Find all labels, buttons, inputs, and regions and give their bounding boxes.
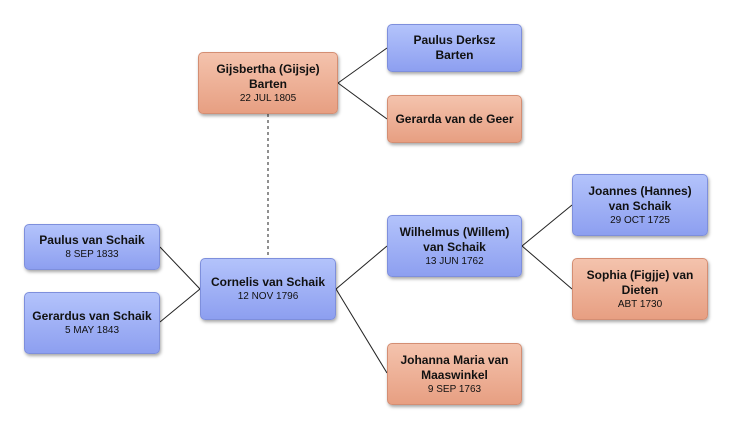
connector-wilhelmus-father [521, 204, 573, 247]
person-name: Gijsbertha (Gijsje) Barten [216, 61, 320, 91]
person-node-wilhelmus[interactable]: Wilhelmus (Willem) van Schaik 13 JUN 176… [387, 215, 522, 277]
person-node-paulus-derksz[interactable]: Paulus Derksz Barten [387, 24, 522, 72]
person-node-gijsbertha[interactable]: Gijsbertha (Gijsje) Barten 22 JUL 1805 [198, 52, 338, 114]
connector-gijsbertha-mother [337, 82, 388, 120]
connector-paulus-cornelis [159, 246, 201, 290]
person-name: Cornelis van Schaik [210, 275, 326, 289]
person-date: ABT 1730 [617, 298, 663, 310]
person-date: 9 SEP 1763 [427, 383, 482, 395]
person-date: 12 NOV 1796 [237, 291, 299, 302]
person-node-gerardus[interactable]: Gerardus van Schaik 5 MAY 1843 [24, 292, 160, 354]
connector-gerardus-cornelis [159, 288, 201, 323]
person-node-paulus-van-schaik[interactable]: Paulus van Schaik 8 SEP 1833 [24, 224, 160, 270]
person-name: Paulus van Schaik [39, 233, 145, 247]
person-node-sophia[interactable]: Sophia (Figjje) van Dieten ABT 1730 [572, 258, 708, 320]
person-date: 13 JUN 1762 [425, 255, 484, 267]
person-node-cornelis[interactable]: Cornelis van Schaik 12 NOV 1796 [200, 258, 336, 320]
person-date: 29 OCT 1725 [610, 214, 670, 226]
person-name: Wilhelmus (Willem) van Schaik [399, 224, 510, 254]
person-name: Sophia (Figjje) van Dieten [586, 267, 694, 297]
person-node-joannes[interactable]: Joannes (Hannes) van Schaik 29 OCT 1725 [572, 174, 708, 236]
person-date: 22 JUL 1805 [239, 92, 297, 104]
person-name: Gerardus van Schaik [32, 309, 152, 323]
person-name: Joannes (Hannes) van Schaik [588, 183, 692, 213]
person-node-johanna[interactable]: Johanna Maria van Maaswinkel 9 SEP 1763 [387, 343, 522, 405]
connector-wilhelmus-mother [521, 245, 573, 290]
person-date: 5 MAY 1843 [64, 325, 120, 336]
connector-cornelis-father [335, 245, 388, 290]
person-name: Paulus Derksz Barten [413, 33, 496, 62]
connector-gijsbertha-father [337, 47, 388, 84]
person-name: Johanna Maria van Maaswinkel [400, 352, 509, 382]
connector-cornelis-mother [335, 288, 388, 374]
person-date: 8 SEP 1833 [65, 249, 119, 260]
person-name: Gerarda van de Geer [395, 111, 514, 126]
person-node-gerarda[interactable]: Gerarda van de Geer [387, 95, 522, 143]
